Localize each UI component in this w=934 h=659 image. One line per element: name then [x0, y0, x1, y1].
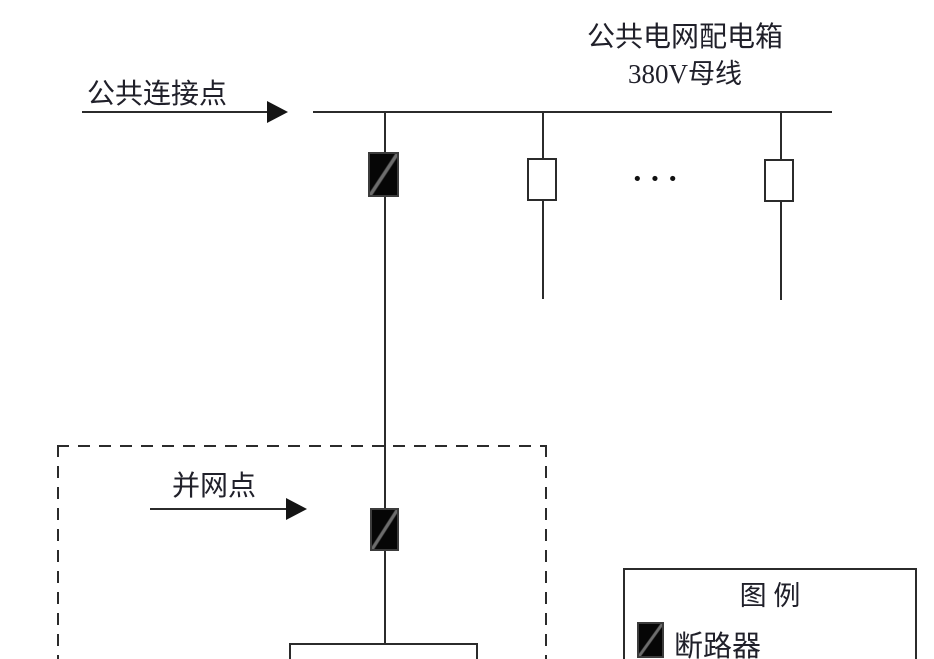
grid-box-label-line2: 380V母线	[628, 58, 742, 89]
pcc-arrowhead-icon	[267, 101, 288, 123]
grid-box-label-line1: 公共电网配电箱	[586, 22, 783, 53]
pv-system-boundary-top	[57, 445, 547, 447]
poc-arrow-line	[150, 508, 287, 510]
inverter-label: 并网逆变器	[289, 652, 478, 659]
feeder-2-line-upper	[542, 113, 544, 159]
pv-system-boundary-right	[545, 445, 547, 659]
poc-arrowhead-icon	[286, 498, 307, 520]
pv-system-boundary-left	[57, 445, 59, 659]
legend-breaker-label: 断路器	[674, 631, 762, 659]
poc-label: 并网点	[172, 471, 257, 502]
ellipsis-dots: ···	[632, 160, 686, 196]
legend-box	[623, 568, 917, 659]
pcc-arrow-line	[82, 111, 269, 113]
feeder-2-switch-symbol	[527, 158, 557, 201]
grid-distribution-box-label: 公共电网配电箱 380V母线	[535, 20, 835, 93]
legend-title: 图 例	[739, 581, 801, 611]
grid-tie-breaker-symbol	[370, 508, 399, 551]
main-breaker-symbol	[368, 152, 399, 197]
inverter-box	[289, 643, 478, 659]
legend-breaker-icon	[637, 622, 664, 658]
feeder-3-line-upper	[780, 113, 782, 160]
feeder-1-line-upper	[384, 113, 386, 153]
feeder-3-line-lower	[780, 202, 782, 300]
feeder-2-line-lower	[542, 201, 544, 299]
busbar-380v	[313, 111, 832, 113]
feeder-3-switch-symbol	[764, 159, 794, 202]
pcc-label: 公共连接点	[87, 79, 228, 110]
feeder-1-line-lower	[384, 197, 386, 644]
